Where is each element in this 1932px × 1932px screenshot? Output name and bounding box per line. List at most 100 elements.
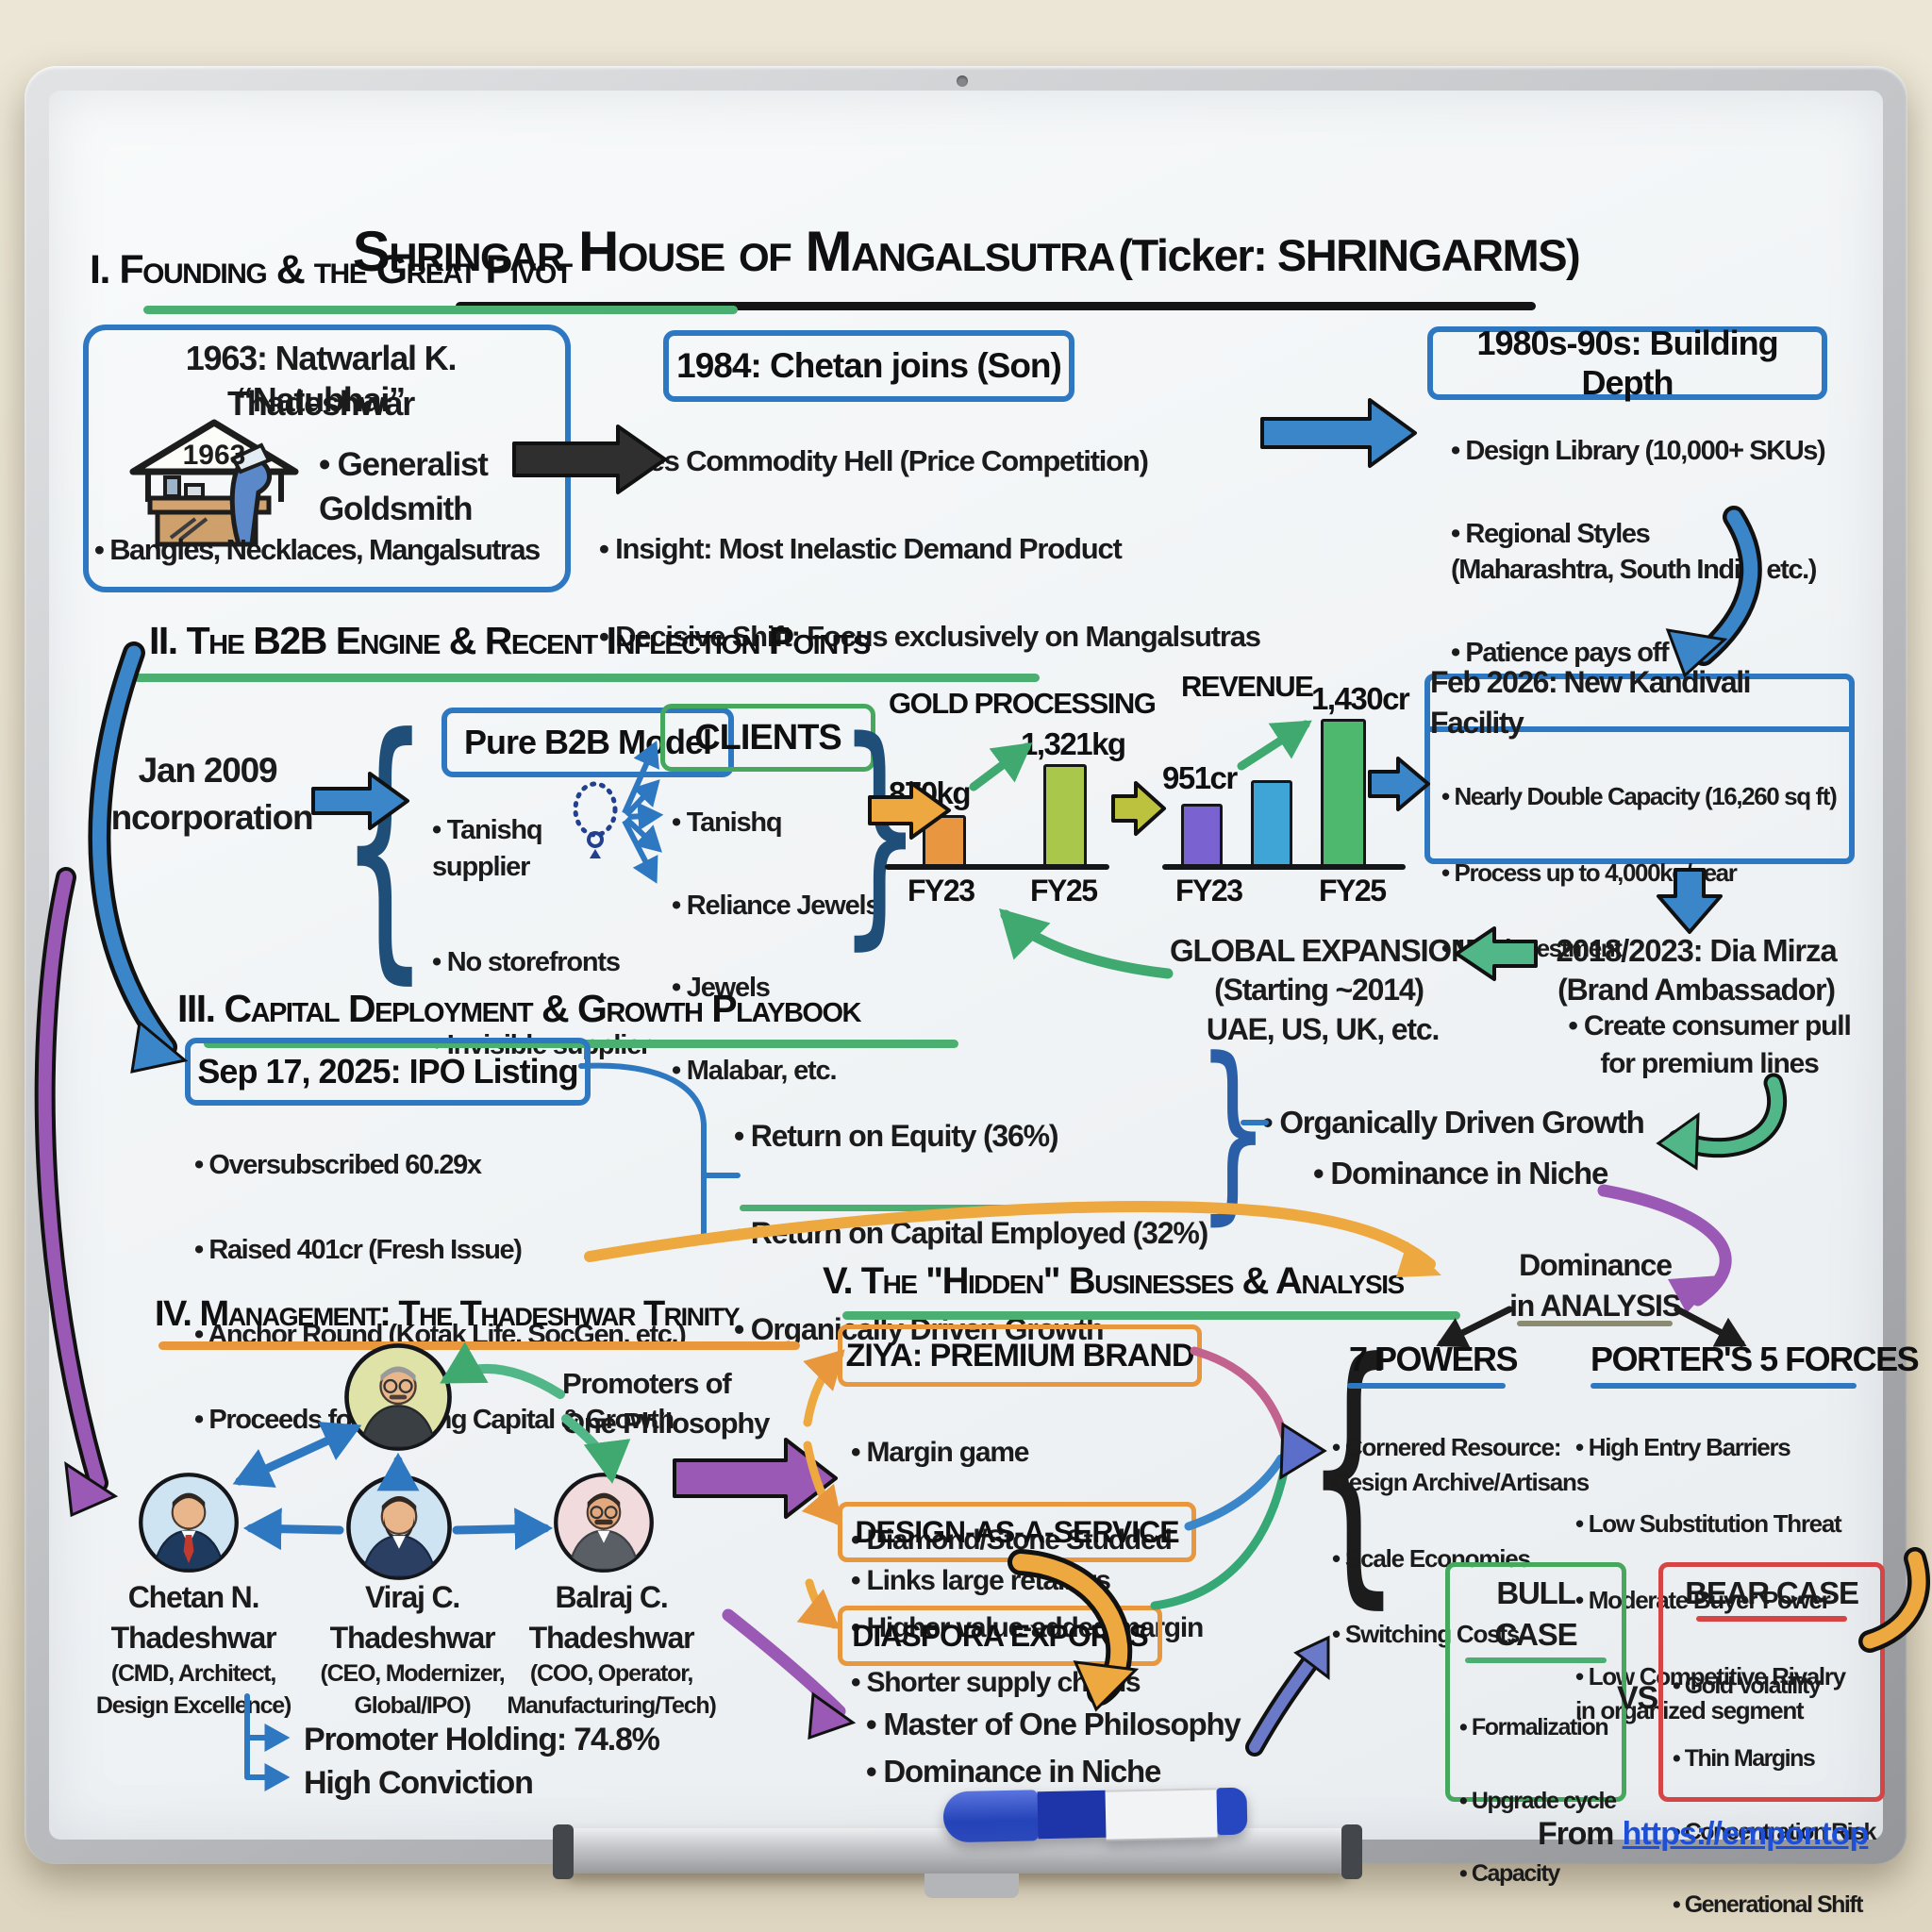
depth-1980s-box: 1980s-90s: Building Depth (1427, 324, 1827, 402)
frame-screw (957, 75, 968, 87)
bullet: • Nearly Double Capacity (16,260 sq ft) (1441, 782, 1838, 811)
dominance-analysis-label: Dominance in ANALYSIS (1509, 1248, 1682, 1323)
title-ticker: (Ticker: SHRINGARMS) (1118, 230, 1580, 280)
clients-box: CLIENTS (660, 704, 875, 772)
marker-pen[interactable] (942, 1786, 1248, 1843)
bear-case-box: BEAR CASE • Gold Volatility • Thin Margi… (1658, 1562, 1885, 1918)
section-5-underline (842, 1311, 1460, 1320)
avatar-viraj (346, 1474, 452, 1580)
b2b-left-brace: { (340, 678, 430, 1008)
bull-case-box: BULL CASE • Formalization • Upgrade cycl… (1445, 1562, 1626, 1887)
ziya-box: ZIYA: PREMIUM BRAND (838, 1324, 1202, 1387)
bullet: • Insight: Most Inelastic Demand Product (599, 531, 1123, 565)
bullet: • Process up to 4,000kg/year (1441, 858, 1738, 887)
promoters-note: Promoters of One Philosophy (562, 1367, 770, 1440)
section-3-heading: III. Capital Deployment & Growth Playboo… (177, 987, 861, 1030)
daas-title: DESIGN-AS-A-SERVICE (855, 1514, 1179, 1549)
gold-chart-axis (885, 864, 1109, 870)
section-4-heading: IV. Management: The Thadeshwar Trinity (155, 1294, 741, 1334)
person-viraj-name: Viraj C. Thadeshwar (329, 1580, 496, 1655)
gold-tick-fy23: FY23 (908, 874, 975, 908)
bull-bullets: • Formalization • Upgrade cycle • Capaci… (1454, 1673, 1618, 1932)
dominance-niche-right: • Dominance in Niche (1313, 1156, 1608, 1191)
section-1-underline (143, 306, 738, 314)
section-1-heading: I. Founding & the Great Pivot (90, 247, 573, 292)
pivot-1984-box: 1984: Chetan joins (Son) (663, 330, 1074, 402)
metric: • Return on Capital Employed (32%) (734, 1215, 1208, 1250)
porter-underline (1591, 1383, 1857, 1389)
ziya-title: ZIYA: PREMIUM BRAND (845, 1337, 1195, 1374)
bullet: • Tanishq supplier (432, 814, 543, 882)
founding-1963-title: 1963: Natwarlal K. Thadeshwar (185, 339, 458, 424)
ipo-title: Sep 17, 2025: IPO Listing (197, 1052, 578, 1091)
dominance-analysis-underline (1517, 1321, 1673, 1326)
ipo-box: Sep 17, 2025: IPO Listing (185, 1038, 591, 1106)
pivot-1984-bullets: • Sees Commodity Hell (Price Competition… (599, 402, 1288, 705)
bullet: • Patience pays off (1451, 638, 1670, 669)
bullet: • Upgrade cycle (1459, 1787, 1617, 1814)
high-conviction: High Conviction (304, 1765, 534, 1801)
pure-b2b-box: Pure B2B Model (441, 708, 734, 777)
gold-fy25-bar (1043, 764, 1087, 870)
dia-mirza-title: 2018/2023: Dia Mirza (1556, 933, 1837, 968)
section-2-heading: II. The B2B Engine & Recent Inflection P… (149, 619, 871, 662)
bullet: • Sees Commodity Hell (Price Competition… (599, 443, 1149, 477)
gold-fy23-value: 870kg (889, 775, 972, 810)
powers-title: 7 POWERS (1349, 1340, 1519, 1378)
bullet: • Tanishq (672, 807, 783, 838)
global-expansion-subtitle: (Starting ~2014) (1214, 973, 1424, 1007)
dia-mirza-subtitle: (Brand Ambassador) (1557, 973, 1836, 1007)
pivot-1984-title: 1984: Chetan joins (Son) (676, 346, 1062, 385)
metric: • Return on Equity (36%) (734, 1119, 1059, 1154)
bullet: • Cornered Resource: Design Archive/Arti… (1332, 1433, 1590, 1496)
avatar-chetan (139, 1473, 239, 1573)
founding-1963-subtitle: “Natubhai” (236, 380, 406, 419)
bullet: • Concentration Risk (1673, 1818, 1876, 1845)
marker-neck (1037, 1790, 1107, 1840)
title-underline (456, 302, 1536, 310)
marker-body (1105, 1788, 1218, 1841)
revenue-chart-title: REVENUE (1181, 670, 1314, 703)
person-chetan-name: Chetan N. Thadeshwar (110, 1580, 277, 1655)
bullet: • Switching Costs (1332, 1620, 1520, 1649)
title-main: Shringar House of Mangalsutra (352, 220, 1116, 283)
diaspora-box: DIASPORA EXPORTS (838, 1606, 1162, 1666)
bullet: • Formalization (1459, 1714, 1609, 1741)
revenue-fy23-bar (1181, 804, 1223, 870)
powers-underline (1347, 1383, 1506, 1389)
page-title: Shringar House of Mangalsutra (Ticker: S… (0, 219, 1932, 284)
bullet: • Raised 401cr (Fresh Issue) (194, 1234, 523, 1265)
kandivali-box: Feb 2026: New Kandivali Facility • Nearl… (1424, 665, 1855, 962)
source-link[interactable]: https://empor.top (1622, 1816, 1870, 1852)
gold-fy23-bar (923, 815, 966, 870)
person-viraj-role: (CEO, Modernizer, Global/IPO) (320, 1660, 506, 1719)
revenue-mid-bar (1251, 780, 1292, 870)
bullet: • Regional Styles (Maharashtra, South In… (1451, 518, 1817, 586)
section-4-underline (158, 1341, 800, 1350)
person-balraj-name: Balraj C. Thadeshwar (528, 1580, 695, 1655)
tray-endcap-left (553, 1824, 574, 1879)
whiteboard-frame (25, 66, 1907, 1864)
revenue-tick-fy25: FY25 (1319, 874, 1387, 908)
daas-bullet: • Links large retailers (851, 1565, 1111, 1596)
bullet: • Thin Margins (1673, 1745, 1816, 1773)
clients-right-brace: } (838, 690, 923, 971)
bullet: • Scale Economies (1332, 1543, 1531, 1573)
powers-bullets: • Cornered Resource: Design Archive/Arti… (1332, 1396, 1615, 1686)
bullet: • Jewels (672, 973, 771, 1004)
avatar-patriarch (344, 1343, 452, 1451)
avatar-balraj (554, 1473, 654, 1573)
source-line: From https://empor.top (1538, 1813, 1870, 1857)
section-5-heading: V. The "Hidden" Businesses & Analysis (823, 1260, 1405, 1302)
bull-title-underline (1465, 1657, 1607, 1664)
marker-end (1216, 1787, 1248, 1836)
bull-title: BULL CASE (1494, 1575, 1578, 1653)
tray-bracket (924, 1874, 1019, 1898)
bullet: • Reliance Jewels (672, 890, 880, 921)
promoter-holding: Promoter Holding: 74.8% (304, 1722, 660, 1757)
founding-1963-side-bullet: • Generalist Goldsmith (319, 446, 489, 527)
source-prefix: From (1538, 1816, 1614, 1852)
depth-1980s-bullets: • Design Library (10,000+ SKUs) • Region… (1451, 396, 1857, 718)
workshop-1963-icon: 1963 (129, 419, 299, 547)
